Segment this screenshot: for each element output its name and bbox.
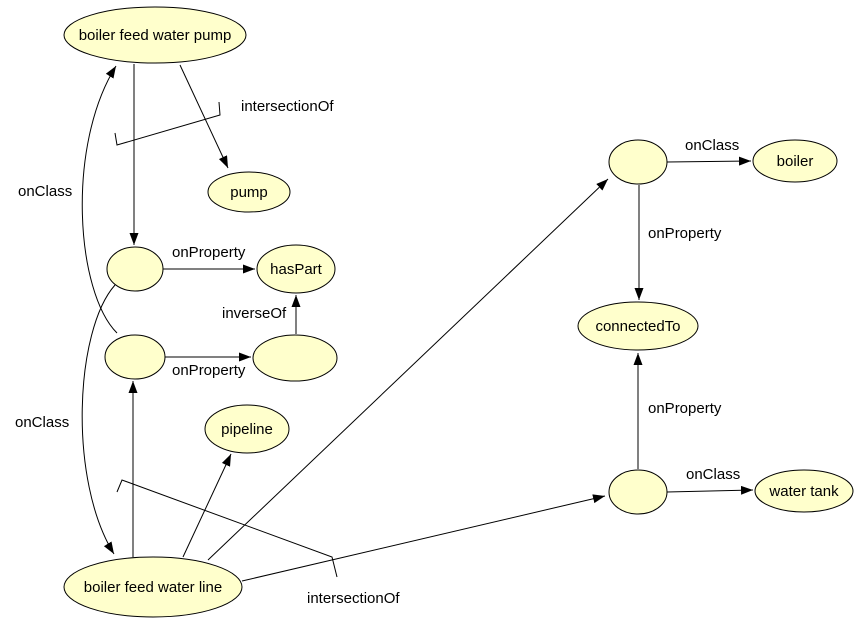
label-onclass-left-top: onClass [18,183,72,200]
node-pump-shape [207,171,291,213]
node-connectedto-label: connectedTo [595,318,680,335]
edge-restriction-b-onclass-to-pump-class [81,65,118,334]
node-connectedto-shape [577,301,699,351]
node-anonymous-property-shape [252,334,338,382]
node-water-tank-label: water tank [768,483,839,500]
node-boiler-label: boiler [777,153,814,170]
node-boiler: boiler [752,139,838,183]
node-restriction-c [608,139,668,185]
node-haspart: hasPart [256,244,336,294]
node-pipeline-shape [204,404,290,454]
label-onclass-right-top: onClass [685,137,739,154]
node-connectedto: connectedTo [577,301,699,351]
node-pump: pump [207,171,291,213]
node-boiler-feed-water-line-label: boiler feed water line [84,579,222,596]
label-intersectionof-bottom: intersectionOf [307,590,400,607]
node-boiler-feed-water-pump: boiler feed water pump [63,6,247,64]
node-boiler-shape [752,139,838,183]
node-restriction-d [608,469,668,515]
node-boiler-feed-water-line: boiler feed water line [63,556,243,618]
node-haspart-shape [256,244,336,294]
node-restriction-a-shape [106,246,164,292]
edge-restriction-d-onclass-to-water-tank [666,485,754,495]
edge-restriction-c-onclass-to-boiler [666,156,752,166]
intersectionof-bracket-top [114,101,221,146]
edge-pump-class-to-pump [179,64,229,169]
edge-restriction-a-onclass-to-line-class [81,284,116,555]
label-onproperty-right-bottom: onProperty [648,400,722,417]
node-boiler-feed-water-line-shape [63,556,243,618]
node-water-tank: water tank [754,469,854,513]
node-water-tank-shape [754,469,854,513]
node-restriction-b [104,334,166,380]
label-onproperty-left-bottom: onProperty [172,362,246,379]
intersectionof-bracket-bottom [116,479,338,578]
label-onproperty-right-top: onProperty [648,225,722,242]
edge-line-class-to-pipeline [182,453,232,558]
node-restriction-d-shape [608,469,668,515]
edge-line-class-to-restriction-d [241,494,606,582]
node-boiler-feed-water-pump-shape [63,6,247,64]
node-boiler-feed-water-pump-label: boiler feed water pump [79,27,232,44]
label-onclass-right-bottom: onClass [686,466,740,483]
edge-line-class-to-restriction-c [207,178,609,561]
node-anonymous-property [252,334,338,382]
node-restriction-c-shape [608,139,668,185]
node-haspart-label: hasPart [270,261,323,278]
node-pipeline: pipeline [204,404,290,454]
label-intersectionof-top: intersectionOf [241,98,334,115]
label-onproperty-left-top: onProperty [172,244,246,261]
node-restriction-a [106,246,164,292]
node-restriction-b-shape [104,334,166,380]
label-inverseof: inverseOf [222,305,287,322]
label-onclass-left-bottom: onClass [15,414,69,431]
node-pump-label: pump [230,184,268,201]
node-pipeline-label: pipeline [221,421,273,438]
